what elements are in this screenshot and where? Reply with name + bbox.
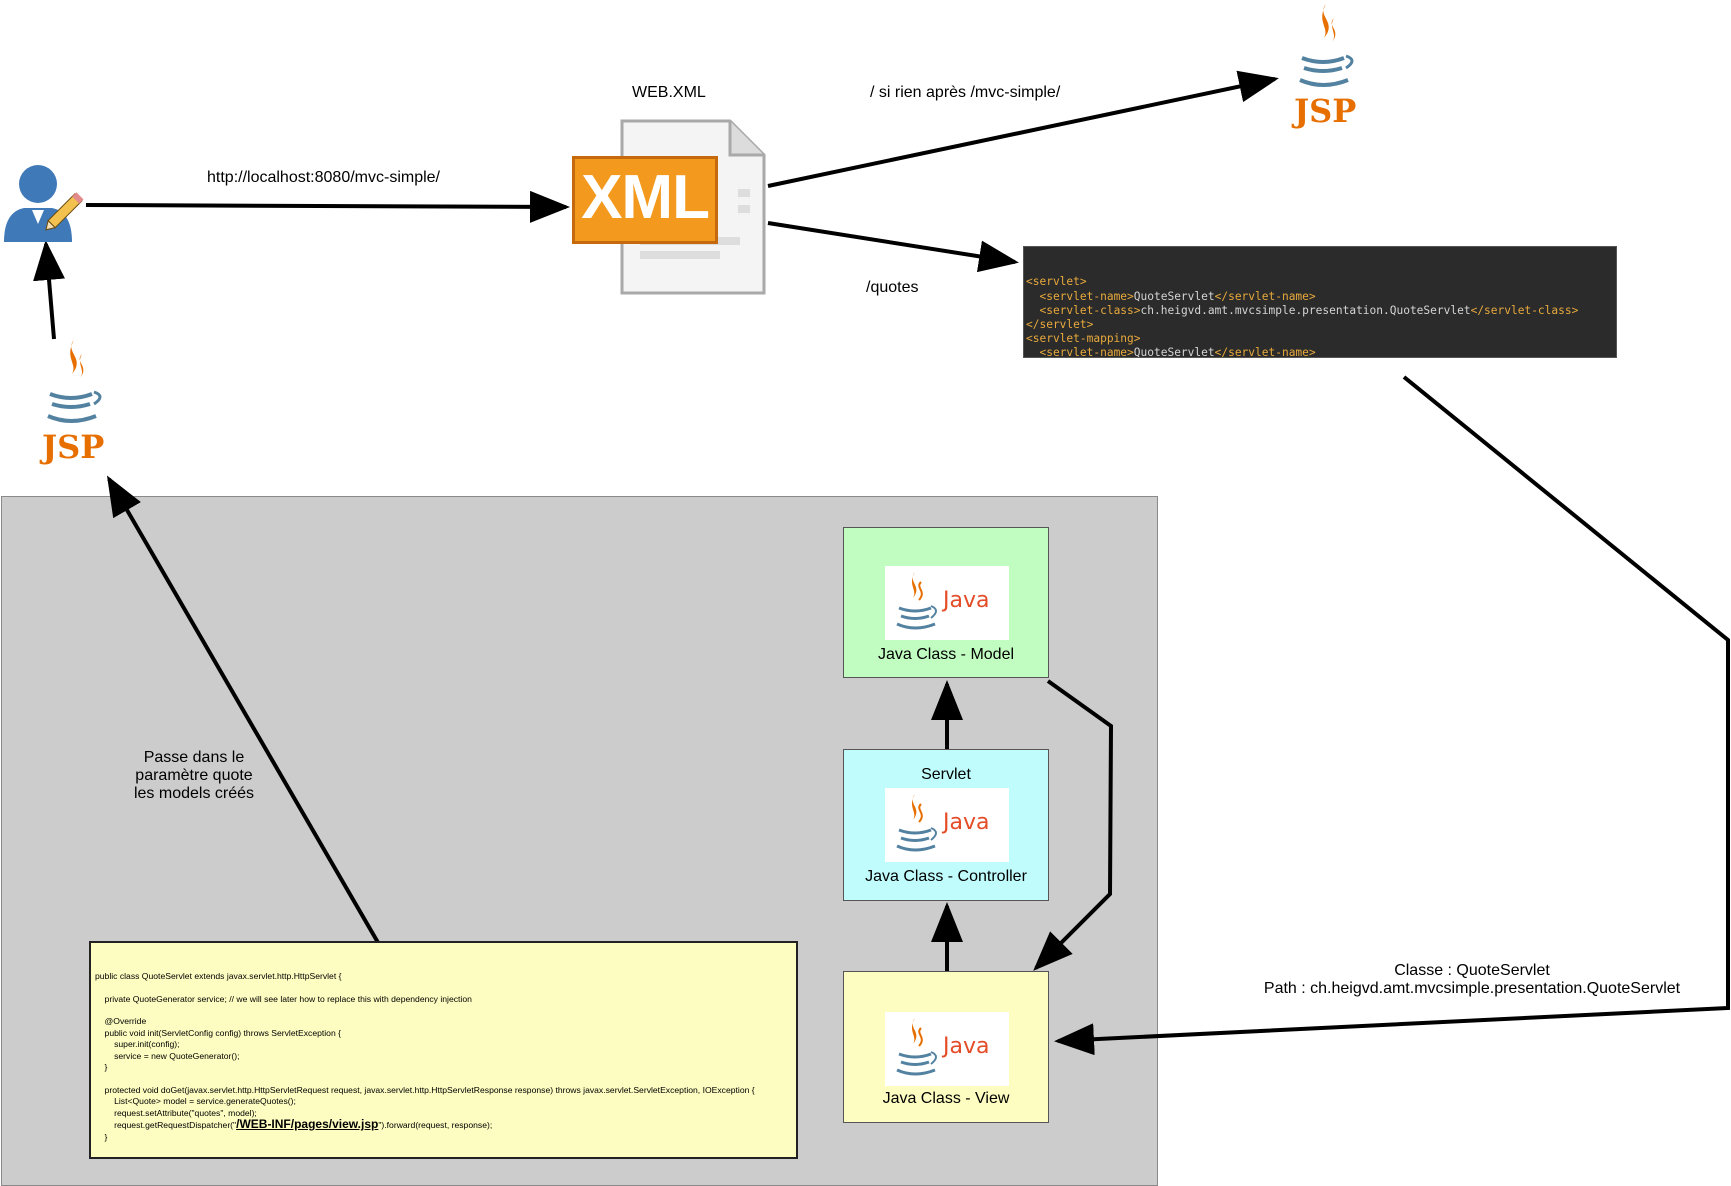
java-code-line: service = new QuoteGenerator(); (95, 1050, 240, 1061)
arrow-mapping-to-view (1054, 375, 1730, 1056)
xml-code-line: <servlet-mapping> (1026, 332, 1141, 346)
jsp-label-left: JSP (42, 428, 105, 466)
xml-file-icon: XML (570, 119, 766, 295)
java-code-line: public void init(ServletConfig config) t… (95, 1027, 341, 1038)
xml-code-line: <servlet> (1026, 275, 1087, 289)
servlet-mapping-code: <servlet> <servlet-name>QuoteServlet</se… (1023, 246, 1617, 358)
classe-label: Classe : QuoteServlet (1394, 962, 1550, 979)
passe-line-1: Passe dans le (143, 749, 245, 766)
java-code-line (95, 1143, 792, 1154)
model-caption: Java Class - Model (877, 646, 1015, 663)
java-code-line: List<Quote> model = service.generateQuot… (95, 1096, 296, 1107)
arrow-xml-to-servlet-mapping (767, 221, 1019, 273)
xml-icon-label: XML (581, 163, 710, 232)
java-code-line (95, 1005, 792, 1016)
controller-box: Servlet Java Java Class - Controller (843, 749, 1049, 901)
view-jsp-path: /WEB-INF/pages/view.jsp (236, 1117, 379, 1132)
java-logo-text: Java (943, 810, 990, 835)
controller-caption: Java Class - Controller (865, 868, 1027, 885)
java-code-line: } (95, 1062, 108, 1073)
passe-line-3: les models créés (133, 785, 255, 802)
java-code-line: public class QuoteServlet extends javax.… (95, 970, 342, 981)
route-quotes-label: /quotes (866, 279, 919, 296)
view-box: Java Java Class - View (843, 971, 1049, 1123)
java-code-line: request.setAttribute("quotes", model); (95, 1107, 257, 1118)
passe-line-2: paramètre quote (135, 767, 253, 784)
jsp-icon-right: JSP (1286, 0, 1360, 140)
quote-servlet-code: public class QuoteServlet extends javax.… (89, 941, 798, 1159)
route-root-label: / si rien après /mvc-simple/ (870, 84, 1061, 101)
java-code-line (95, 982, 792, 993)
view-caption: Java Class - View (882, 1090, 1010, 1107)
java-code-line: @Override (95, 1016, 147, 1027)
jsp-icon-left: JSP (34, 336, 108, 476)
xml-code-line: <servlet-class>ch.heigvd.amt.mvcsimple.p… (1039, 303, 1579, 317)
java-code-line: private QuoteGenerator service; // we wi… (95, 993, 472, 1004)
java-logo-controller: Java (885, 788, 1009, 862)
java-logo-text: Java (943, 1034, 990, 1059)
java-code-dispatch-line: request.getRequestDispatcher("/WEB-INF/p… (95, 1117, 493, 1132)
arrow-jsp-to-user (33, 240, 65, 340)
xml-code-line: <servlet-name>QuoteServlet</servlet-name… (1039, 346, 1316, 358)
xml-code-line: <servlet-name>QuoteServlet</servlet-name… (1039, 289, 1316, 303)
java-logo-model: Java (885, 566, 1009, 640)
model-box: Java Java Class - Model (843, 527, 1049, 678)
web-xml-label: WEB.XML (632, 84, 706, 101)
user-icon (4, 165, 84, 242)
java-logo-text: Java (943, 588, 990, 613)
jsp-label-right: JSP (1294, 92, 1357, 130)
controller-title: Servlet (921, 766, 971, 783)
java-code-line (95, 1073, 792, 1084)
arrow-xml-to-jsp (767, 70, 1279, 188)
servlet-class-caption: Classe : QuoteServlet Path : ch.heigvd.a… (1232, 962, 1712, 998)
arrow-model-to-view (1033, 679, 1114, 971)
path-label: Path : ch.heigvd.amt.mvcsimple.presentat… (1263, 980, 1681, 997)
java-code-line (95, 1154, 792, 1157)
java-logo-view: Java (885, 1012, 1009, 1086)
java-code-line: } (95, 1131, 108, 1142)
java-code-line: super.init(config); (95, 1039, 180, 1050)
arrow-servlet-to-jsp (106, 475, 382, 948)
arrow-user-to-xml (85, 190, 570, 223)
xml-code-line: </servlet> (1026, 318, 1094, 332)
request-url-label: http://localhost:8080/mvc-simple/ (207, 169, 440, 186)
passe-caption: Passe dans le paramètre quote les models… (118, 749, 270, 803)
java-code-line: protected void doGet(javax.servlet.http.… (95, 1084, 755, 1095)
